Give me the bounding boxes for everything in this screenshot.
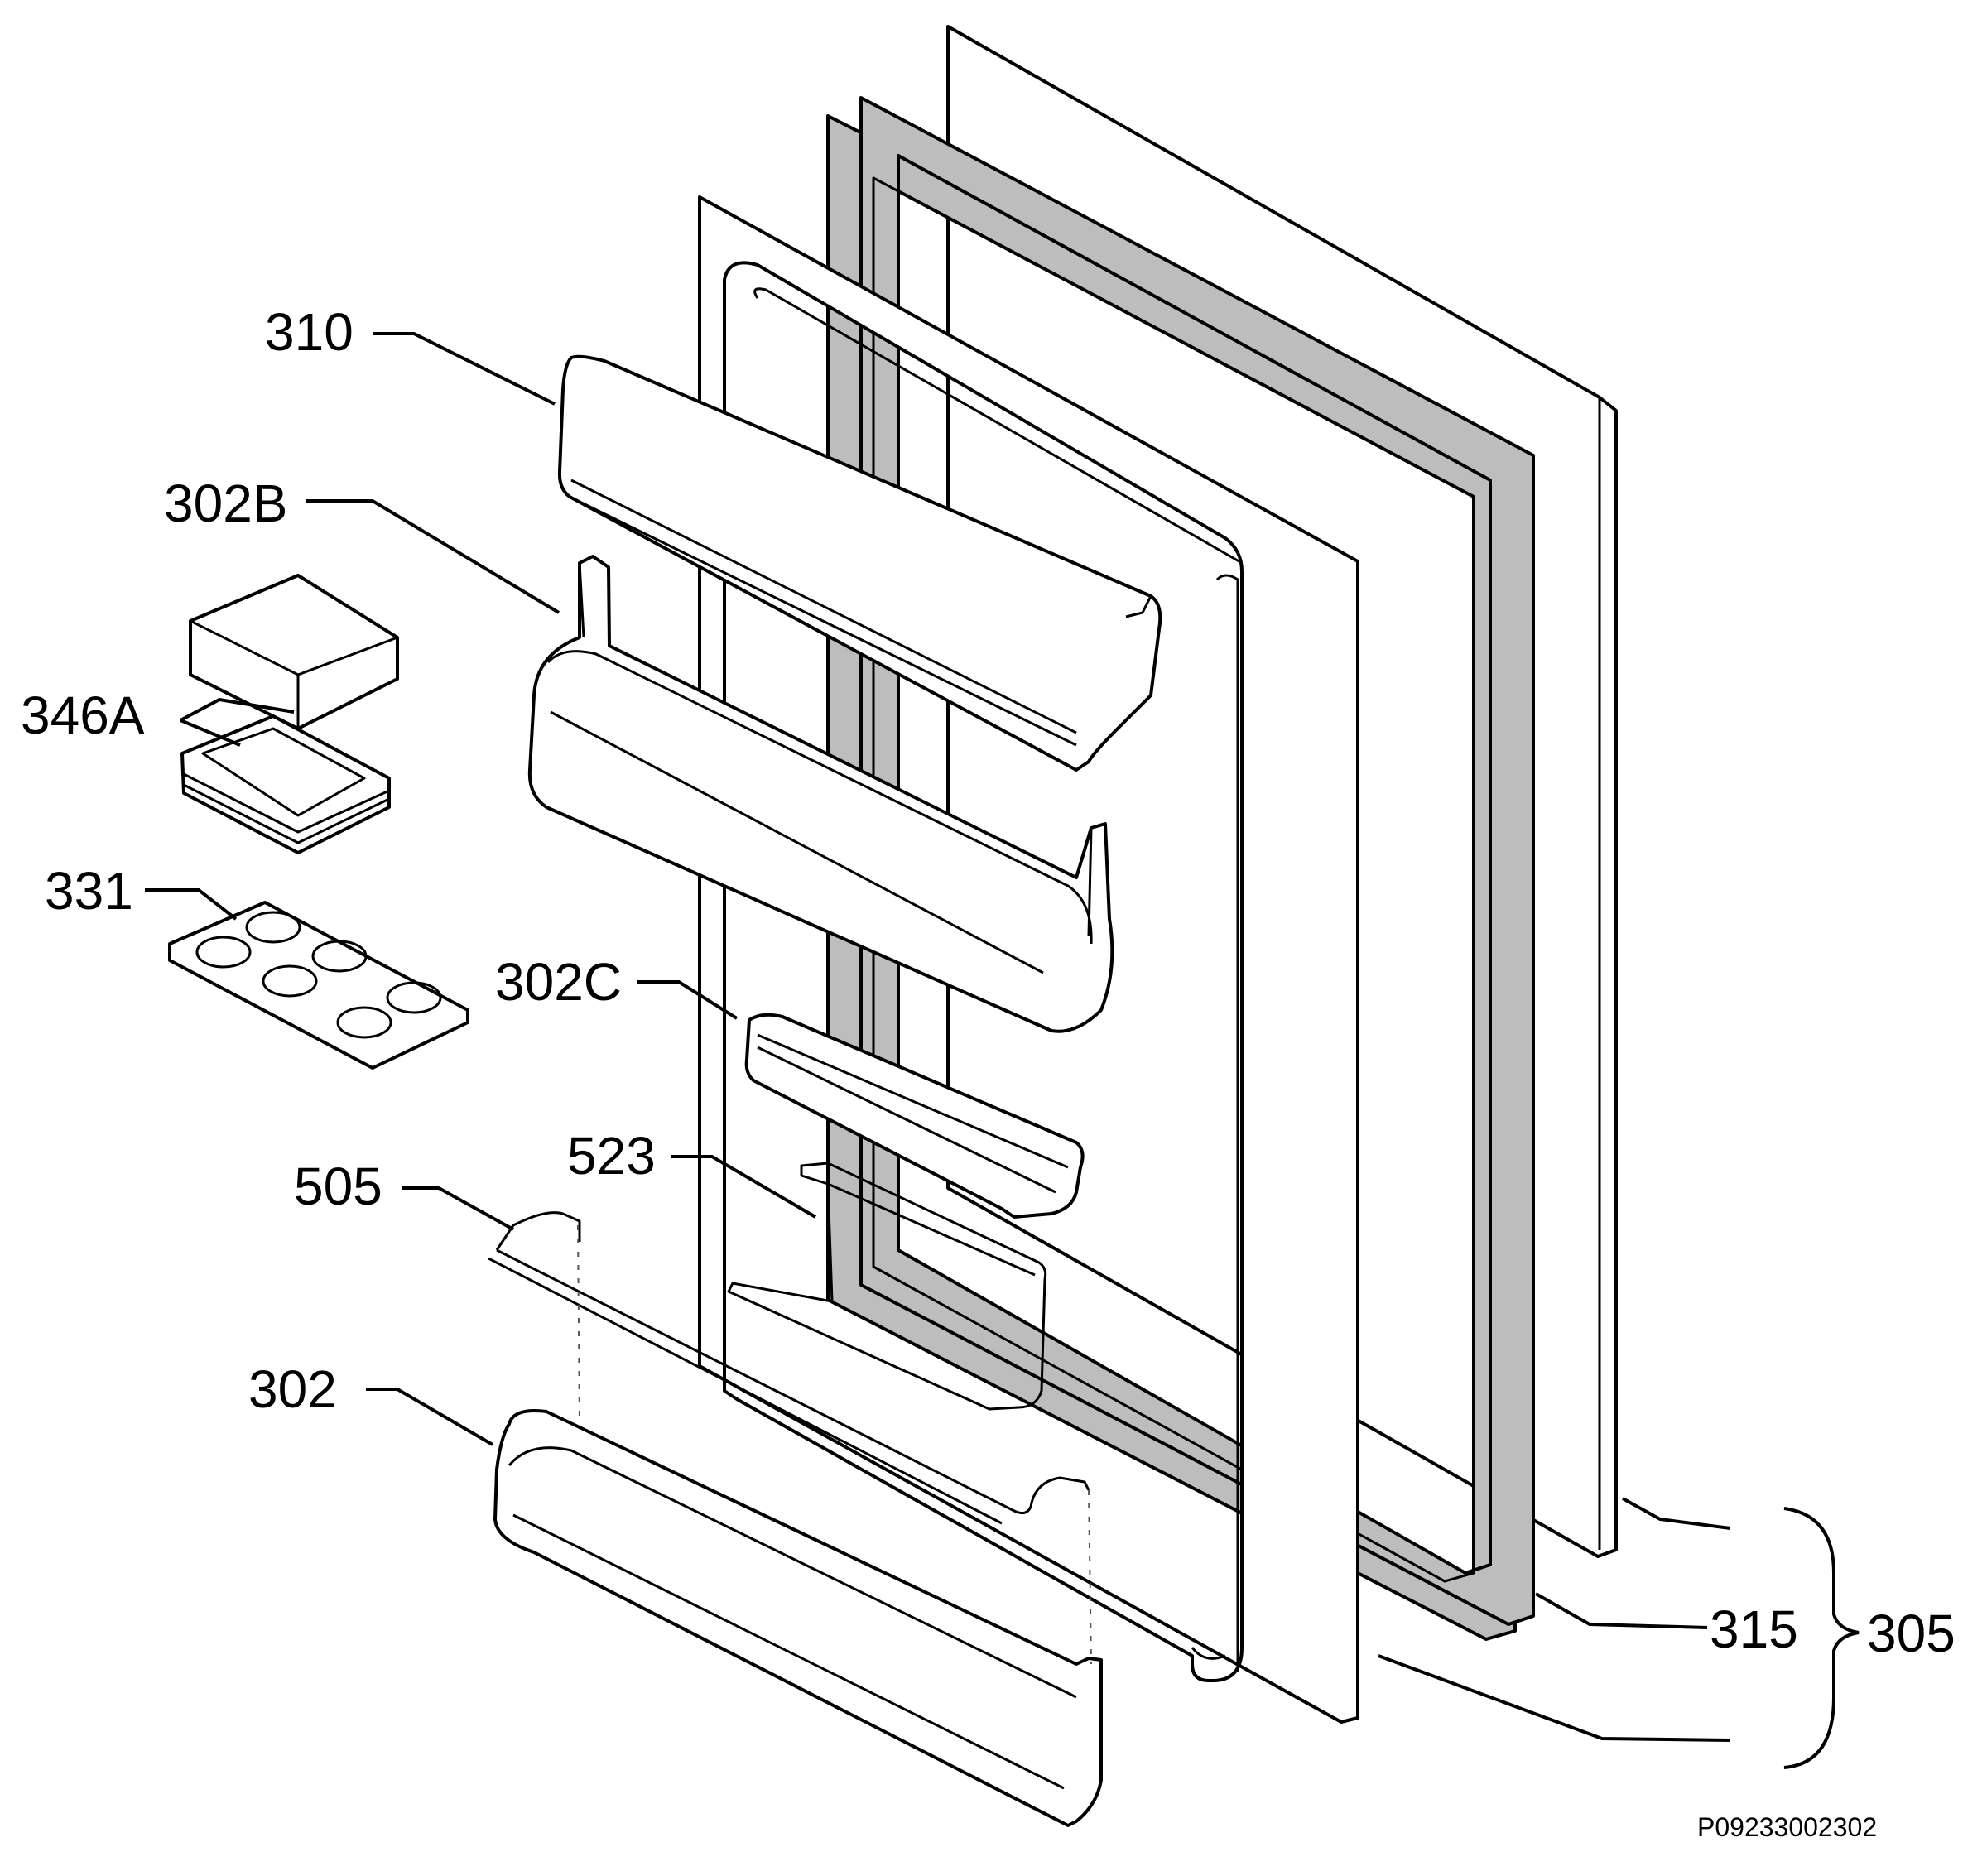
- label-310: 310: [265, 302, 354, 362]
- inner-door-liner: [698, 195, 1359, 1724]
- label-331: 331: [45, 861, 133, 921]
- label-302b: 302B: [164, 474, 287, 533]
- bottle-guard-505: [488, 1211, 1090, 1525]
- label-305: 305: [1867, 1604, 1956, 1663]
- label-505: 505: [294, 1157, 382, 1216]
- top-door-shelf-310: [557, 354, 1162, 772]
- egg-tray-331: [168, 901, 469, 1070]
- label-302c: 302C: [495, 952, 622, 1012]
- bottle-retainer-523: [727, 1162, 1047, 1411]
- butter-box-346a: [180, 574, 399, 854]
- bottom-door-shelf-302: [493, 1409, 1103, 1827]
- reference-code: P09233002302: [1697, 1812, 1877, 1842]
- small-door-shelf-302c: [744, 1013, 1085, 1219]
- upper-door-shelf-302b: [527, 555, 1114, 1033]
- label-346a: 346A: [21, 685, 145, 745]
- leader-lines: [145, 332, 1860, 1769]
- label-302: 302: [248, 1359, 337, 1419]
- label-315: 315: [1710, 1599, 1798, 1659]
- label-523: 523: [567, 1126, 656, 1186]
